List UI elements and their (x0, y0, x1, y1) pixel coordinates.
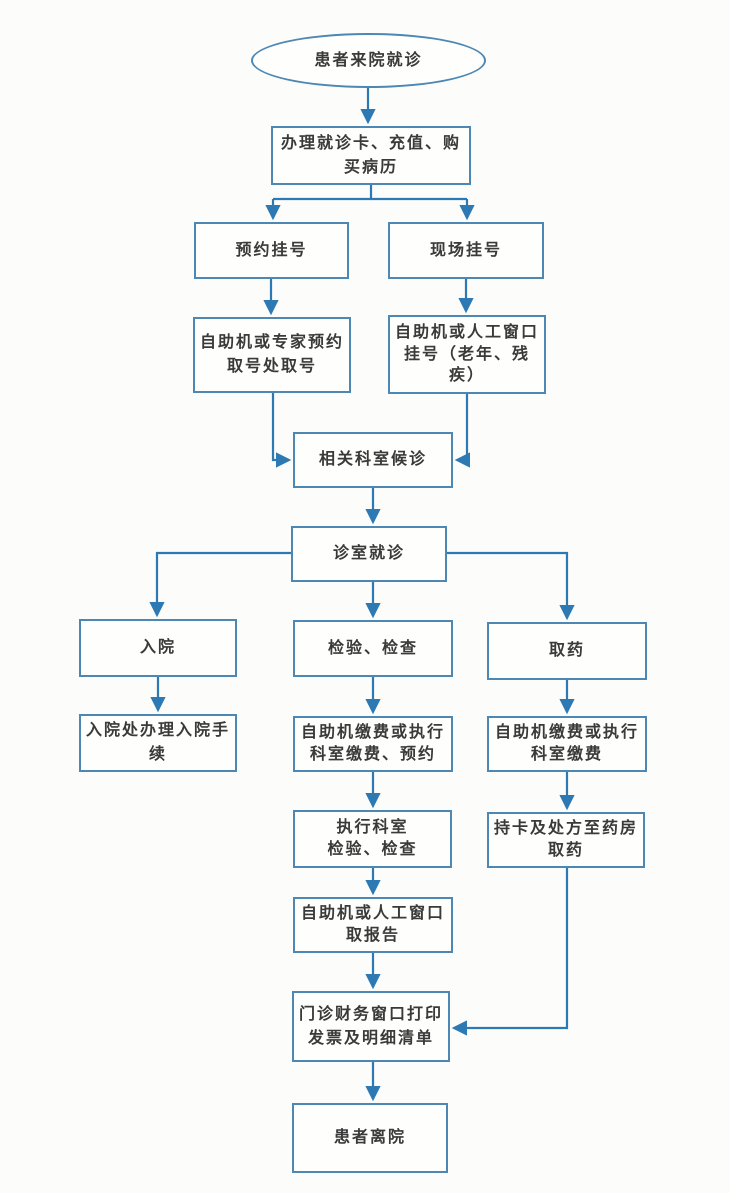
node-admission-procedures: 入院处办理入院手 续 (79, 714, 237, 772)
node-pickup-medicine: 取药 (487, 622, 647, 680)
node-pay-fees: 自助机缴费或执行 科室缴费 (487, 716, 647, 772)
node-tests-exams: 检验、检查 (293, 620, 453, 677)
node-print-invoice: 门诊财务窗口打印 发票及明细清单 (292, 991, 450, 1062)
edge-jiuzhen-ruyuan (149, 551, 291, 618)
node-executing-dept-tests: 执行科室 检验、检查 (293, 810, 452, 868)
node-onsite-registration: 现场挂号 (388, 222, 544, 279)
node-admission: 入院 (79, 619, 237, 677)
edge-chifang-fapiao (451, 868, 569, 1036)
node-selfservice-expert-number: 自助机或专家预约 取号处取号 (193, 317, 351, 393)
node-clinic-consultation: 诊室就诊 (291, 526, 447, 582)
node-pay-appointment: 自助机缴费或执行 科室缴费、预约 (293, 716, 453, 772)
edge-jiuzhen-quyao (447, 551, 575, 621)
node-department-waiting: 相关科室候诊 (293, 432, 453, 488)
node-get-report: 自助机或人工窗口 取报告 (293, 897, 453, 953)
node-handle-card-recharge: 办理就诊卡、充值、购 买病历 (271, 126, 471, 185)
node-patient-arrival: 患者来院就诊 (251, 33, 486, 88)
node-selfservice-manual-window: 自助机或人工窗口 挂号（老年、残 疾） (388, 315, 546, 394)
edge-quhao-houzhen (271, 393, 292, 468)
node-pharmacy-pickup: 持卡及处方至药房 取药 (487, 812, 645, 868)
edge-guahao-houzhen (454, 394, 471, 468)
node-appointment-registration: 预约挂号 (194, 222, 349, 279)
node-patient-leaves: 患者离院 (292, 1103, 448, 1173)
